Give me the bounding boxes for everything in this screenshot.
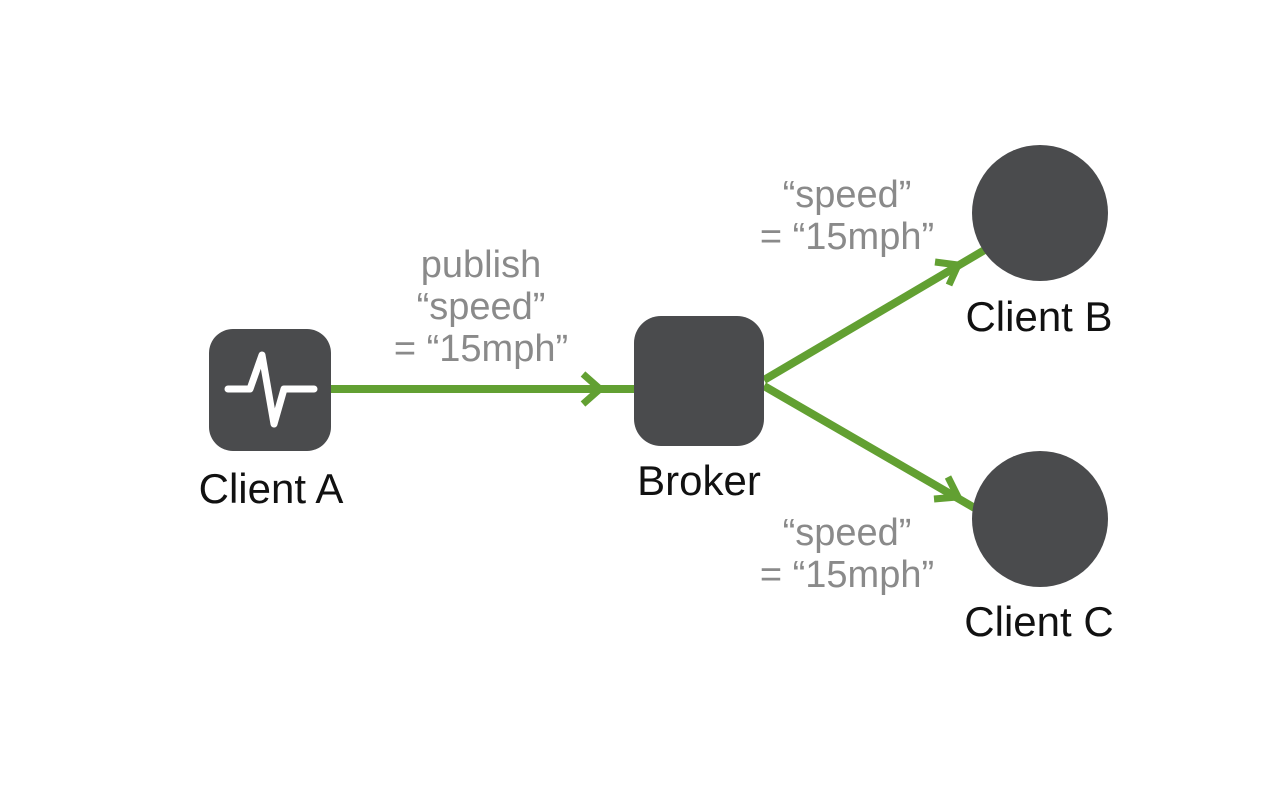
node-client-c: [972, 451, 1108, 587]
arrowhead-icon: [934, 258, 964, 287]
edge-broker-to-client-b: [761, 244, 991, 384]
message-line: = “15mph”: [393, 328, 569, 370]
client-a-label: Client A: [198, 465, 344, 512]
message-line: “speed”: [416, 286, 546, 328]
client-c-label: Client C: [964, 598, 1114, 645]
broker-label: Broker: [637, 457, 761, 504]
arrowhead-icon: [933, 475, 964, 503]
arrowhead-icon: [580, 371, 606, 407]
message-line: “speed”: [782, 174, 912, 216]
client-b-label: Client B: [965, 293, 1113, 340]
client-b-message-label: “speed” = “15mph”: [760, 174, 934, 258]
node-client-a: [209, 329, 331, 451]
heartbeat-icon: [224, 351, 318, 428]
publish-message-label: publish “speed” = “15mph”: [394, 244, 568, 370]
node-broker: [634, 316, 764, 446]
message-line: = “15mph”: [759, 554, 935, 596]
edge-client-a-to-broker: [331, 371, 634, 407]
client-c-message-label: “speed” = “15mph”: [760, 512, 934, 596]
node-client-b: [972, 145, 1108, 281]
message-line: “speed”: [782, 512, 912, 554]
message-line: publish: [420, 244, 542, 286]
edge-line: [761, 244, 991, 384]
edge-broker-to-client-c: [761, 382, 988, 518]
edge-line: [761, 382, 988, 518]
message-line: = “15mph”: [759, 216, 935, 258]
